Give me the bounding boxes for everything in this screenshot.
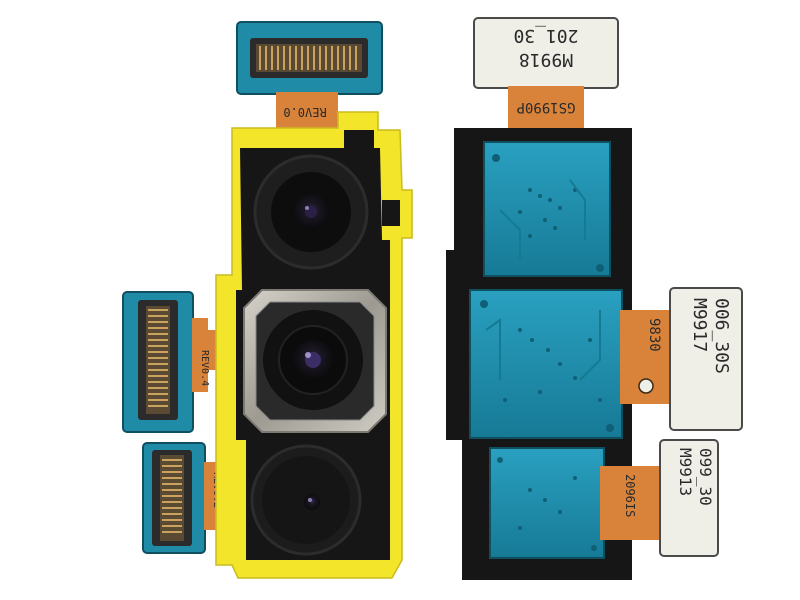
front-left-connector-lower: REV0.2: [142, 442, 234, 554]
back-top-flex: [508, 86, 584, 136]
right-sticker-upper: M9917 006_30S: [669, 287, 743, 431]
lens-main: [243, 289, 387, 433]
right-sticker-upper-line2: 006_30S: [711, 298, 732, 374]
right-sticker-lower-line2: 099_30: [696, 448, 715, 506]
top-sticker-line2: M9918: [519, 49, 573, 70]
back-pcb-lower: [489, 447, 605, 559]
right-sticker-lower-line1: M9913: [676, 448, 695, 496]
top-sticker-line1: 201_30: [513, 25, 578, 46]
top-sticker: 201_30 M9918: [473, 17, 619, 89]
back-right-flex-lower: 2096IS: [600, 466, 664, 540]
back-right-flex-middle: 9830: [620, 310, 676, 404]
back-top-flex-label: GS1990P: [516, 99, 575, 115]
back-pcb-middle: [469, 289, 623, 439]
lens-ultrawide: [253, 154, 369, 270]
front-top-connector: [236, 21, 383, 95]
front-view-module: REV0.0 REV0.4: [122, 21, 413, 579]
back-mid-flex-label: 9830: [646, 318, 662, 352]
back-pcb-upper: [483, 141, 611, 277]
lens-depth: [250, 444, 362, 556]
back-view-module: 201_30 M9918 GS1990P: [446, 17, 743, 580]
front-mid-flex-label: REV0.4: [199, 350, 210, 386]
right-sticker-upper-line1: M9917: [689, 298, 710, 352]
front-top-flex-label: REV0.0: [283, 105, 326, 119]
back-low-flex-label: 2096IS: [623, 474, 637, 517]
right-sticker-lower: M9913 099_30: [659, 439, 719, 557]
